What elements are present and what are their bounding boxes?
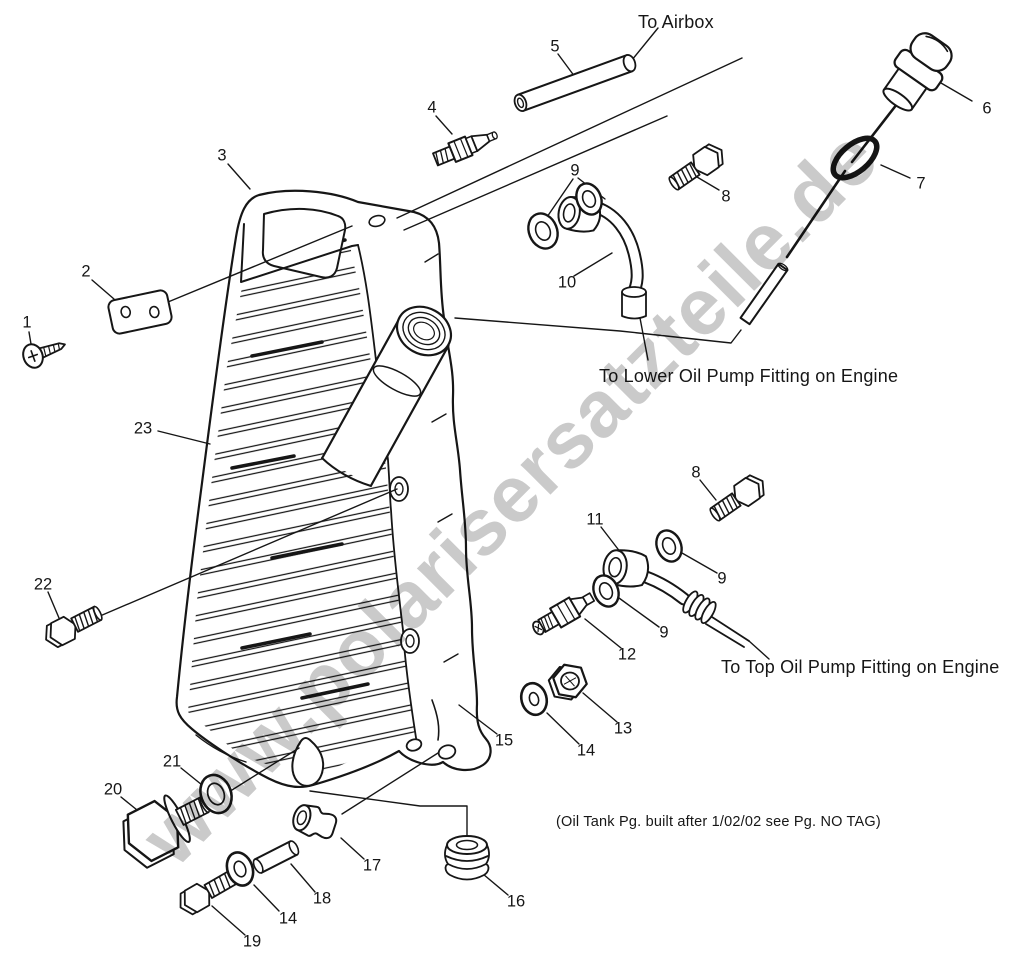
part-callout-19: 19: [242, 932, 262, 951]
part-callout-4: 4: [427, 98, 437, 117]
washer-21-drawing: [199, 773, 233, 815]
part-callout-6: 6: [982, 99, 992, 118]
leader-lines: [28, 27, 973, 936]
label-to-lower-oil-pump: To Lower Oil Pump Fitting on Engine: [599, 366, 899, 386]
label-build-note: (Oil Tank Pg. built after 1/02/02 see Pg…: [556, 814, 881, 830]
grommet-16-drawing: [443, 835, 491, 881]
fitting-12-drawing: [532, 592, 596, 636]
part-callout-23: 23: [133, 419, 153, 438]
banjo-10-drawing: [557, 196, 647, 320]
part-callout-9: 9: [570, 161, 580, 180]
part-callout-14: 14: [576, 741, 596, 760]
dipstick-6-drawing: [739, 32, 953, 326]
part-callout-18: 18: [312, 889, 332, 908]
washer-9a-drawing: [527, 212, 559, 250]
washer-9c-drawing: [655, 529, 683, 563]
part-callout-12: 12: [617, 645, 637, 664]
label-to-top-oil-pump: To Top Oil Pump Fitting on Engine: [721, 657, 1000, 677]
plate-2-drawing: [107, 289, 173, 335]
banjo-11-drawing: [602, 549, 750, 648]
part-callout-8: 8: [721, 187, 731, 206]
bolt-22-drawing: [39, 600, 107, 652]
part-callout-14: 14: [278, 909, 298, 928]
part-callout-16: 16: [506, 892, 526, 911]
part-callout-5: 5: [550, 37, 560, 56]
oring-7-drawing: [830, 135, 880, 181]
bushing-17-drawing: [292, 804, 338, 840]
part-callout-2: 2: [81, 262, 91, 281]
washer-14-lower-drawing: [225, 851, 255, 887]
part-callout-8: 8: [691, 463, 701, 482]
part-callout-7: 7: [916, 174, 926, 193]
spacer-18-drawing: [252, 840, 300, 874]
nut-13-drawing: [547, 663, 588, 701]
part-callout-11: 11: [586, 510, 604, 529]
washer-9d-drawing: [592, 574, 620, 608]
part-callout-13: 13: [613, 719, 633, 738]
part-callout-1: 1: [22, 313, 32, 332]
screw-1-drawing: [22, 342, 66, 369]
part-callout-22: 22: [33, 575, 53, 594]
fitting-4-drawing: [432, 131, 498, 167]
label-to-airbox: To Airbox: [638, 12, 714, 32]
oil-tank-drawing: [175, 189, 492, 789]
part-callout-21: 21: [162, 752, 182, 771]
part-callout-3: 3: [217, 146, 227, 165]
washer-14-upper-drawing: [519, 681, 549, 717]
part-callout-9: 9: [659, 623, 669, 642]
hose-5-drawing: [513, 54, 637, 112]
part-callout-10: 10: [557, 273, 577, 292]
part-callout-20: 20: [103, 780, 123, 799]
part-callout-9: 9: [717, 569, 727, 588]
bolt-20-drawing: [122, 794, 210, 869]
bolt-8-top-drawing: [663, 139, 730, 196]
part-callout-17: 17: [362, 856, 382, 875]
part-callout-15: 15: [494, 731, 514, 750]
